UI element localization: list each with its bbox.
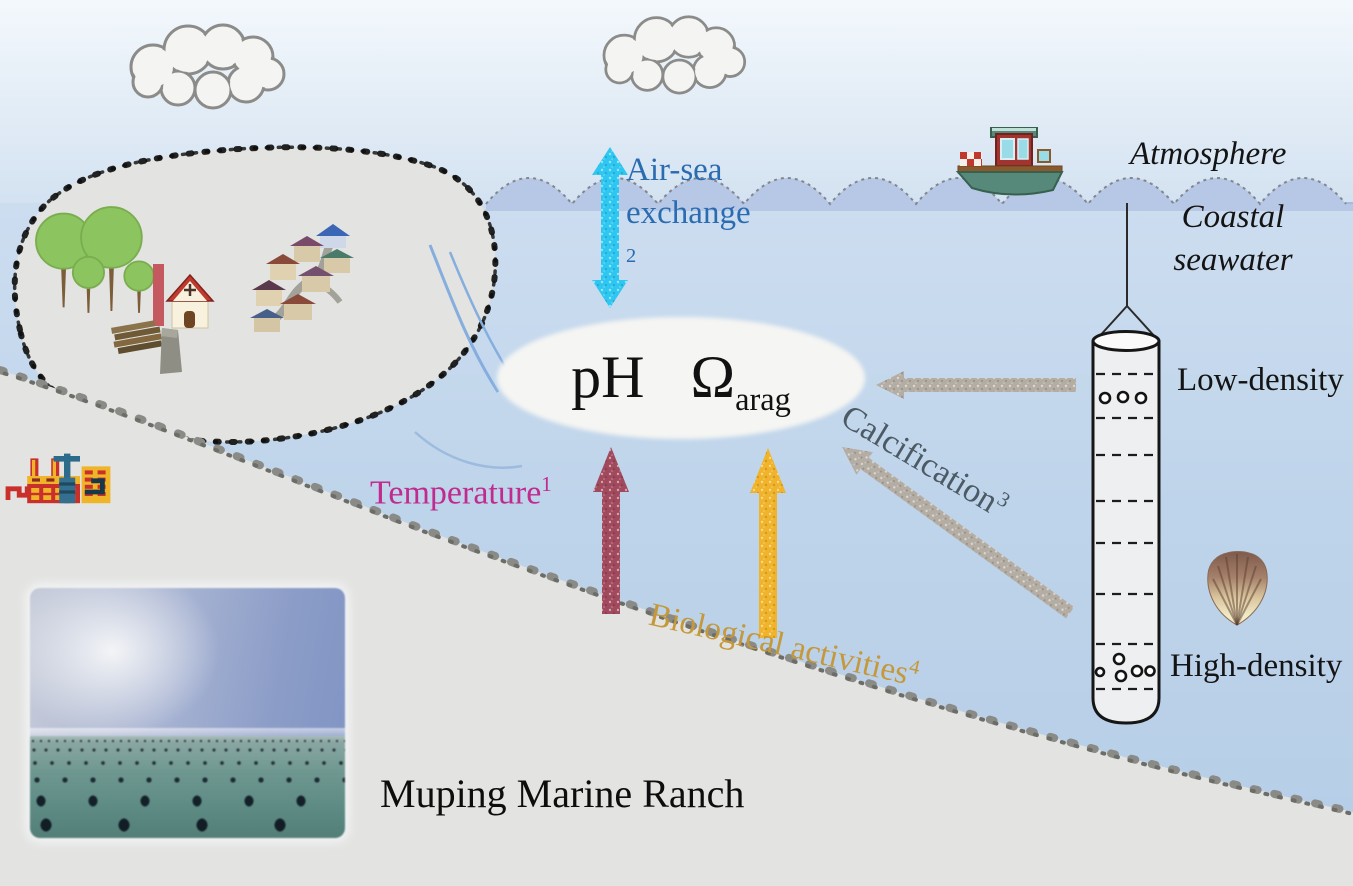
temperature-arrow bbox=[593, 447, 629, 614]
buoy-row bbox=[30, 746, 345, 754]
ph-omega-label: pH Ωarag bbox=[497, 318, 865, 438]
stone-icon bbox=[160, 328, 182, 374]
buoy-row bbox=[30, 816, 345, 836]
lantern-net-icon bbox=[1091, 330, 1161, 725]
cloud-icon bbox=[602, 15, 747, 95]
ph-label: pH bbox=[571, 344, 645, 410]
cloud-icon bbox=[129, 23, 286, 110]
buoy-row bbox=[30, 774, 345, 787]
buoy-row bbox=[30, 758, 345, 768]
coastal-seawater-label: Coastal seawater bbox=[1173, 199, 1293, 278]
muping-marine-ranch-caption: Muping Marine Ranch bbox=[380, 771, 745, 816]
atmosphere-label: Atmosphere bbox=[1130, 136, 1287, 172]
logs-icon bbox=[111, 320, 163, 354]
boat-icon bbox=[955, 127, 1064, 196]
omega-arag-label: Ωarag bbox=[690, 344, 791, 418]
sea-surface-waves bbox=[485, 177, 1353, 211]
high-density-scallops bbox=[1094, 652, 1156, 683]
monument-icon bbox=[153, 264, 164, 326]
high-density-label: High-density bbox=[1170, 648, 1343, 684]
factory-icon bbox=[5, 453, 111, 504]
scallop-shell-icon bbox=[1207, 551, 1268, 626]
low-density-scallops bbox=[1098, 390, 1148, 405]
calcification-arrow-lower bbox=[842, 447, 1075, 619]
biological-arrow bbox=[750, 448, 786, 638]
photo-sky bbox=[30, 588, 345, 738]
ph-ellipse bbox=[497, 317, 865, 439]
buoy-row bbox=[30, 738, 345, 744]
village-icon bbox=[250, 224, 354, 332]
air-sea-arrow bbox=[592, 147, 628, 308]
calcification-arrow-upper bbox=[876, 371, 1076, 399]
house-icon bbox=[165, 273, 215, 329]
buoy-row bbox=[30, 793, 345, 811]
temperature-label: Temperature1 bbox=[370, 472, 552, 512]
low-density-label: Low-density bbox=[1177, 362, 1344, 398]
marine-ranch-photo bbox=[30, 588, 345, 838]
trees-icon bbox=[35, 206, 155, 313]
